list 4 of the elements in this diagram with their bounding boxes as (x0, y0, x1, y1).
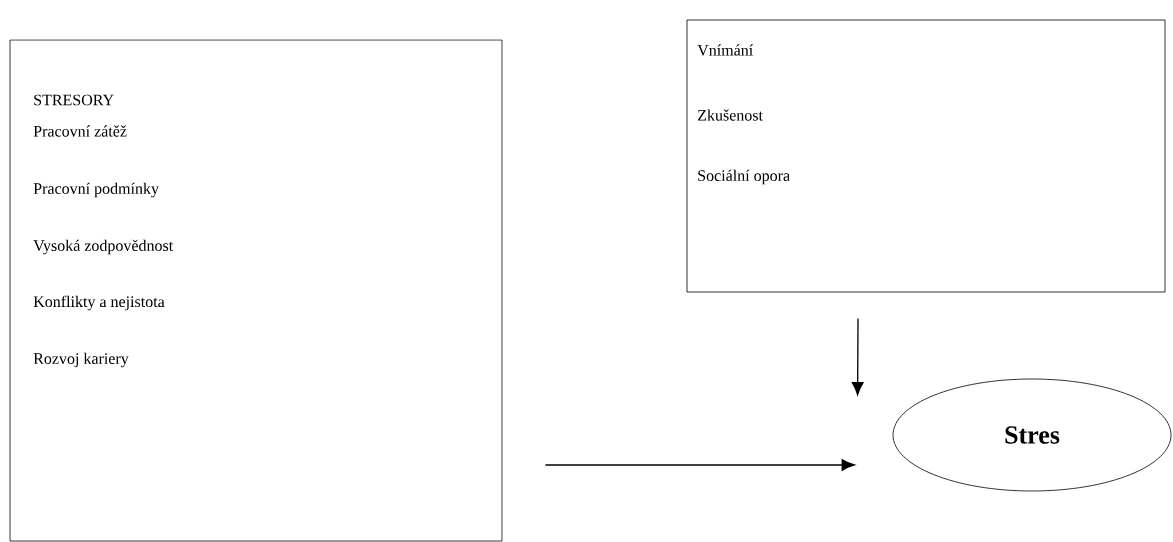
arrow (544, 459, 855, 471)
stressor-box: STRESORY Pracovní zátěž Pracovní podmínky Vysoká zodpovědnost Konflikty a nejistota Rozvoj kariery (9, 39, 503, 542)
moderator-box: Vnímání Zkušenost Sociální opora (686, 19, 1166, 293)
arrow (851, 317, 864, 396)
